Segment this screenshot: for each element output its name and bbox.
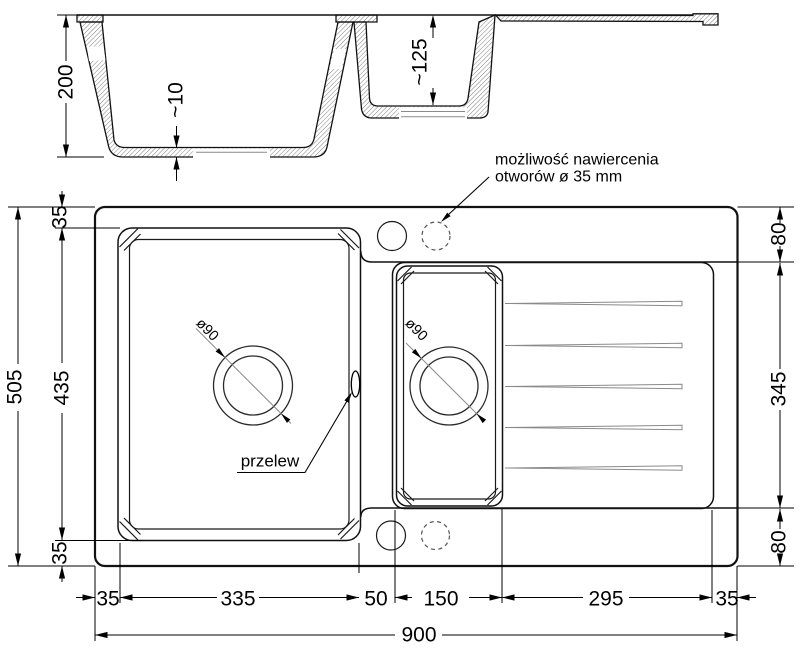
tap-hole-bottom — [375, 520, 407, 551]
overflow-leader — [237, 400, 348, 474]
section-small-drain-recess-lines — [401, 111, 465, 118]
dim-depth-main: 200 — [55, 64, 78, 99]
dimension-arrowheads — [14, 15, 784, 639]
small-bowl-corner-chamfers — [397, 266, 502, 506]
dim-margin-bottom: 35 — [49, 541, 72, 564]
tap-hole-optional-top — [421, 221, 451, 251]
dim-small-bowl-width: 150 — [423, 588, 458, 611]
main-bowl-outer — [117, 227, 362, 542]
sink-outline — [93, 205, 739, 568]
callout-leader — [447, 176, 490, 216]
deck-line-top — [360, 250, 738, 263]
dim-main-bowl-width: 335 — [220, 588, 255, 611]
main-bowl-corner-chamfers — [119, 228, 360, 541]
section-view: 200 ~10 ~125 — [55, 13, 719, 181]
section-divider-rim — [335, 14, 378, 23]
dim-bowl-height: 435 — [51, 370, 74, 405]
dim-margin-top: 35 — [49, 205, 72, 228]
section-main-drain-recess — [193, 148, 270, 159]
section-main-bowl-wall — [79, 21, 354, 158]
section-left-rim-lip — [76, 14, 104, 23]
tap-hole-top — [376, 220, 408, 252]
drain-main-label: ø90 — [193, 316, 222, 345]
dim-floor-thickness: ~10 — [165, 82, 188, 118]
overflow-mark — [350, 370, 361, 398]
small-bowl-inner — [402, 272, 497, 500]
drainer-recess — [391, 261, 715, 510]
main-bowl-drain — [195, 328, 294, 426]
section-small-drain-recess — [399, 107, 467, 120]
section-wall-highlight-right — [329, 49, 346, 69]
dim-divider: 50 — [364, 588, 387, 611]
deck-line-bottom — [360, 507, 738, 518]
dim-overall-width: 900 — [401, 624, 436, 647]
dim-margin-right: 35 — [715, 588, 738, 611]
dim-margin-left: 35 — [96, 588, 119, 611]
dim-depth-small: ~125 — [409, 38, 432, 85]
dim-deck-bottom: 80 — [768, 530, 791, 553]
dim-drainer-width: 295 — [588, 588, 623, 611]
callout-line1: możliwość nawiercenia — [495, 152, 659, 169]
overflow-label: przelew — [241, 452, 300, 471]
section-small-bowl-wall — [353, 13, 496, 119]
tap-hole-optional-bottom — [420, 520, 451, 551]
drain-small-label: ø90 — [402, 316, 431, 345]
callout-line2: otworów ø 35 mm — [495, 169, 622, 186]
section-wall-highlight-left — [87, 46, 106, 61]
dim-overall-height: 505 — [4, 369, 27, 404]
plan-view: ø90 ø90 przelew możliwość nawiercenia ot… — [4, 152, 794, 647]
main-bowl-inner — [128, 238, 350, 530]
small-bowl-outer — [395, 265, 504, 507]
drainer-grooves — [504, 300, 683, 471]
dim-deck-top: 80 — [768, 222, 791, 245]
dim-drainer-height: 345 — [768, 371, 791, 406]
